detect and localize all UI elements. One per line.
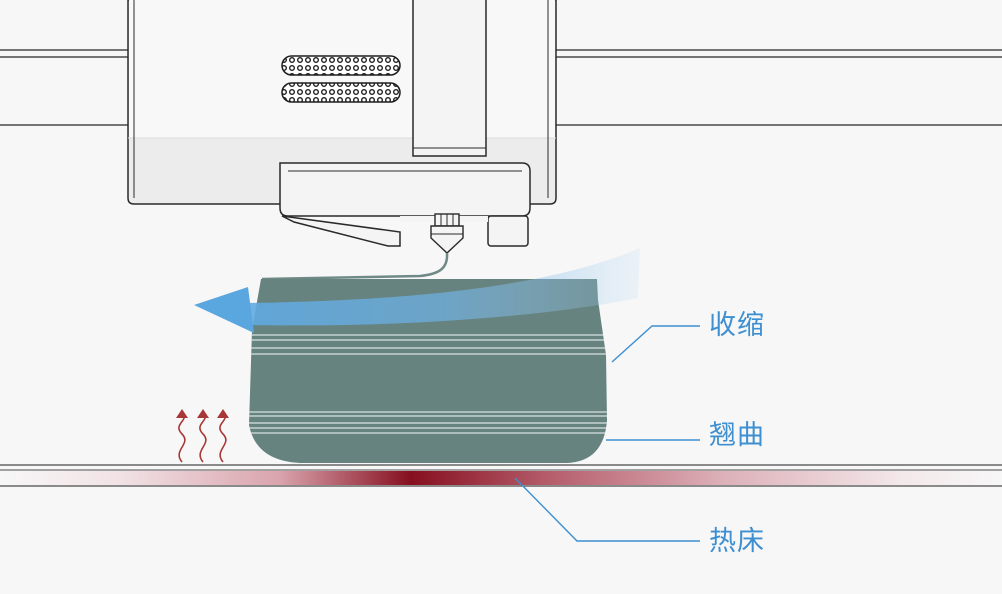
air-flow-arrow-icon [194,248,640,333]
heat-icon [178,413,227,463]
leader-lines [514,325,700,542]
print-head [127,0,557,281]
label-heated-bed: 热床 [709,526,765,557]
vent-icon [281,55,401,103]
nozzle-icon [261,213,464,281]
heated-bed [0,464,1002,487]
label-shrink: 收缩 [709,310,765,341]
label-warp: 翘曲 [709,420,765,451]
gantry-rails [0,49,1002,126]
